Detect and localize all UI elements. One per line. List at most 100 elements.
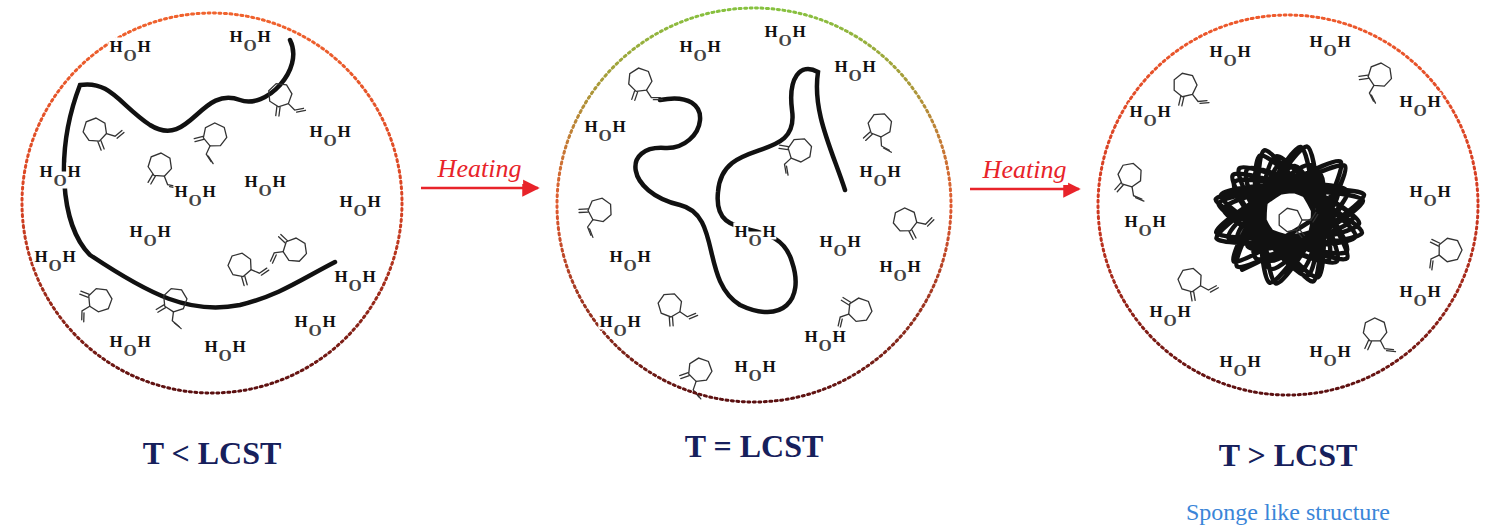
- water-hydrogen: H: [366, 193, 381, 210]
- caprolactam-ring: [156, 289, 187, 329]
- water-hydrogen: H: [761, 358, 776, 375]
- caprolactam-ring: [194, 123, 227, 164]
- water-hydrogen: H: [858, 163, 873, 180]
- water-hydrogen: H: [886, 163, 901, 180]
- water-hydrogen: H: [173, 183, 188, 200]
- water-hydrogen: H: [1308, 343, 1323, 360]
- water-hydrogen: H: [1236, 43, 1251, 60]
- water-hydrogen: H: [336, 123, 351, 140]
- water-oxygen: O: [597, 127, 612, 144]
- caprolactam-ring: [1174, 73, 1209, 106]
- water-hydrogen: H: [333, 268, 348, 285]
- water-oxygen: O: [1322, 352, 1337, 369]
- structure-note: Sponge like structure: [1186, 499, 1390, 527]
- water-hydrogen: H: [66, 163, 81, 180]
- water-hydrogen: H: [108, 333, 123, 350]
- water-oxygen: O: [1232, 362, 1247, 379]
- water-oxygen: O: [257, 182, 272, 199]
- water-hydrogen: H: [791, 23, 806, 40]
- water-hydrogen: H: [1151, 213, 1166, 230]
- water-hydrogen: H: [906, 258, 921, 275]
- water-hydrogen: H: [338, 193, 353, 210]
- polymer-globule: [1216, 147, 1364, 284]
- water-oxygen: O: [1412, 102, 1427, 119]
- water-hydrogen: H: [1148, 303, 1163, 320]
- caprolactam-ring: [1359, 63, 1391, 103]
- water-hydrogen: H: [256, 28, 271, 45]
- water-hydrogen: H: [321, 313, 336, 330]
- caprolactam-ring: [270, 234, 306, 263]
- water-oxygen: O: [692, 47, 707, 64]
- water-oxygen: O: [1422, 192, 1437, 209]
- water-hydrogen: H: [583, 118, 598, 135]
- water-oxygen: O: [307, 322, 322, 339]
- water-oxygen: O: [122, 47, 137, 64]
- water-hydrogen: H: [1218, 353, 1233, 370]
- water-hydrogen: H: [1436, 183, 1451, 200]
- water-oxygen: O: [52, 172, 67, 189]
- water-hydrogen: H: [611, 118, 626, 135]
- water-hydrogen: H: [833, 58, 848, 75]
- water-hydrogen: H: [203, 338, 218, 355]
- water-oxygen: O: [217, 347, 232, 364]
- water-hydrogen: H: [1246, 353, 1261, 370]
- water-oxygen: O: [847, 67, 862, 84]
- water-oxygen: O: [352, 202, 367, 219]
- water-hydrogen: H: [136, 38, 151, 55]
- water-oxygen: O: [612, 322, 627, 339]
- water-hydrogen: H: [1398, 93, 1413, 110]
- water-hydrogen: H: [1426, 93, 1441, 110]
- water-oxygen: O: [1412, 292, 1427, 309]
- water-hydrogen: H: [243, 173, 258, 190]
- water-hydrogen: H: [156, 223, 171, 240]
- water-hydrogen: H: [33, 248, 48, 265]
- water-hydrogen: H: [1156, 103, 1171, 120]
- polymer-chain: [635, 69, 845, 312]
- water-oxygen: O: [1222, 52, 1237, 69]
- water-hydrogen: H: [733, 223, 748, 240]
- water-oxygen: O: [872, 172, 887, 189]
- caprolactam-ring: [1363, 318, 1395, 352]
- water-hydrogen: H: [608, 248, 623, 265]
- caprolactam-ring: [1178, 268, 1218, 301]
- water-hydrogen: H: [1208, 43, 1223, 60]
- edge-label: Heating: [436, 155, 524, 184]
- water-hydrogen: H: [308, 123, 323, 140]
- caprolactam-ring: [228, 253, 269, 285]
- water-oxygen: O: [322, 132, 337, 149]
- water-oxygen: O: [1322, 42, 1337, 59]
- water-oxygen: O: [832, 242, 847, 259]
- caprolactam-ring: [658, 294, 697, 326]
- water-hydrogen: H: [271, 173, 286, 190]
- water-oxygen: O: [777, 32, 792, 49]
- water-hydrogen: H: [1128, 103, 1143, 120]
- water-hydrogen: H: [61, 248, 76, 265]
- caprolactam-ring: [893, 208, 933, 239]
- water-oxygen: O: [747, 367, 762, 384]
- water-oxygen: O: [1137, 222, 1152, 239]
- water-hydrogen: H: [803, 328, 818, 345]
- water-hydrogen: H: [763, 23, 778, 40]
- water-oxygen: O: [892, 267, 907, 284]
- water-hydrogen: H: [733, 358, 748, 375]
- caprolactam-ring: [80, 289, 112, 322]
- water-oxygen: O: [1162, 312, 1177, 329]
- water-hydrogen: H: [231, 338, 246, 355]
- water-hydrogen: H: [1426, 283, 1441, 300]
- water-hydrogen: H: [1176, 303, 1191, 320]
- water-hydrogen: H: [228, 28, 243, 45]
- caprolactam-ring: [629, 68, 663, 100]
- water-hydrogen: H: [128, 223, 143, 240]
- water-oxygen: O: [122, 342, 137, 359]
- caprolactam-ring: [838, 298, 872, 328]
- water-hydrogen: H: [598, 313, 613, 330]
- water-hydrogen: H: [1123, 213, 1138, 230]
- water-hydrogen: H: [201, 183, 216, 200]
- state-caption: T > LCST: [1219, 437, 1358, 474]
- water-hydrogen: H: [861, 58, 876, 75]
- water-oxygen: O: [187, 192, 202, 209]
- water-hydrogen: H: [678, 38, 693, 55]
- water-hydrogen: H: [1398, 283, 1413, 300]
- water-oxygen: O: [347, 277, 362, 294]
- caprolactam-ring: [1115, 163, 1144, 201]
